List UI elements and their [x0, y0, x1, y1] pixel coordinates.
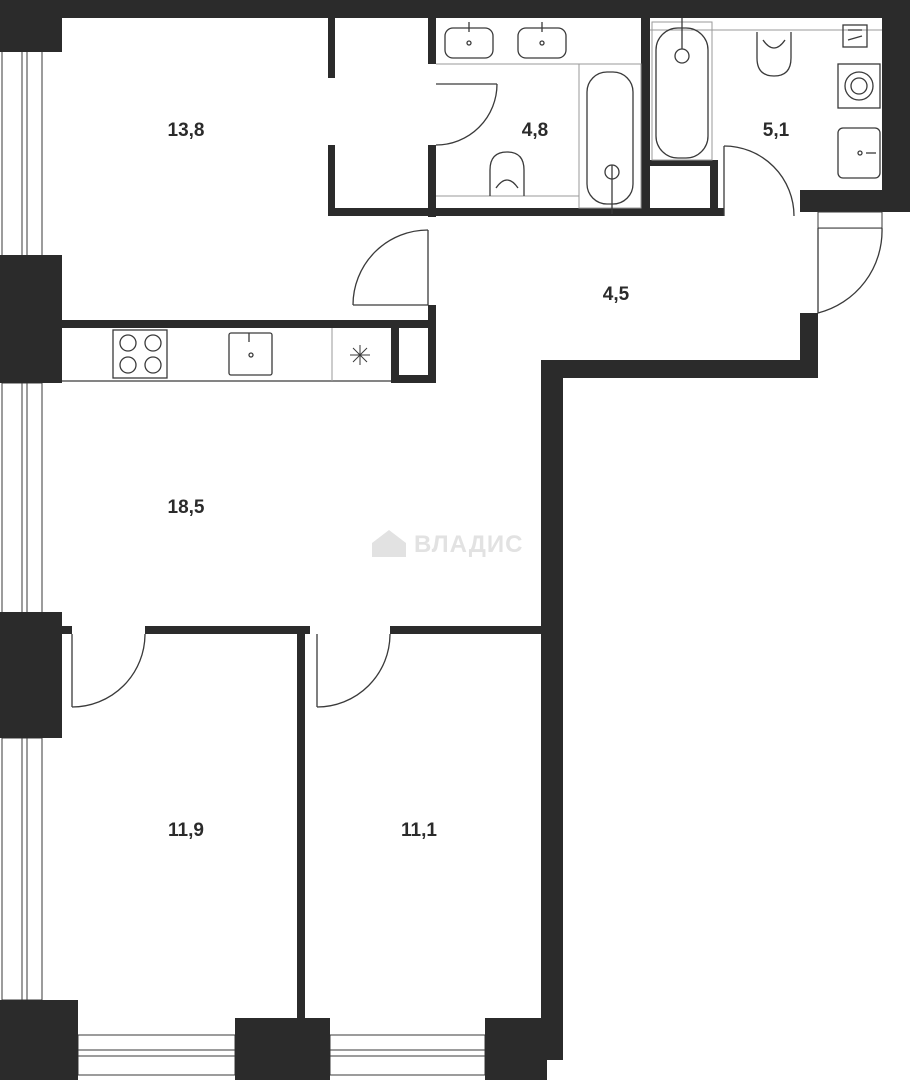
washbasin-icon	[444, 22, 494, 59]
area-label-hallway: 4,5	[603, 284, 630, 305]
bathroom-2-fixtures	[650, 18, 882, 179]
area-label-top-left-room: 13,8	[168, 120, 205, 141]
watermark-text: ВЛАДИС	[414, 531, 523, 558]
area-label-bedroom-left: 11,9	[168, 820, 204, 841]
kitchen-sink-icon	[228, 332, 273, 376]
bathtub-icon	[651, 18, 713, 161]
washbasin-icon	[517, 22, 567, 59]
area-label-living-kitchen: 18,5	[168, 497, 205, 518]
toilet-icon	[756, 32, 792, 77]
door-bedroom-left	[71, 633, 146, 708]
bathroom-1-fixtures	[436, 22, 642, 214]
doors	[71, 83, 883, 708]
watermark: ВЛАДИС	[372, 530, 523, 558]
bottom-windows	[77, 1034, 486, 1076]
entrance-door	[817, 211, 883, 314]
door-hallway	[352, 229, 429, 306]
washbasin-icon	[837, 127, 881, 179]
area-label-bedroom-right: 11,1	[401, 820, 437, 841]
area-label-bathroom-2: 5,1	[763, 120, 790, 141]
room-labels: 13,8 4,8 5,1 4,5 18,5 11,9 11,1	[168, 120, 790, 841]
toilet-icon	[436, 151, 579, 197]
bathtub-icon	[578, 63, 642, 214]
ventilation-icon	[350, 345, 370, 365]
door-bathroom-2	[723, 145, 795, 217]
door-top-left-room	[435, 83, 498, 146]
kitchen-counter	[62, 328, 391, 382]
house-icon	[372, 530, 406, 557]
stove-icon	[112, 329, 168, 379]
door-bedroom-right	[316, 633, 391, 708]
area-label-bathroom-1: 4,8	[522, 120, 548, 141]
washing-machine-icon	[837, 63, 881, 109]
left-windows	[1, 49, 43, 1001]
boiler-icon	[842, 24, 868, 48]
